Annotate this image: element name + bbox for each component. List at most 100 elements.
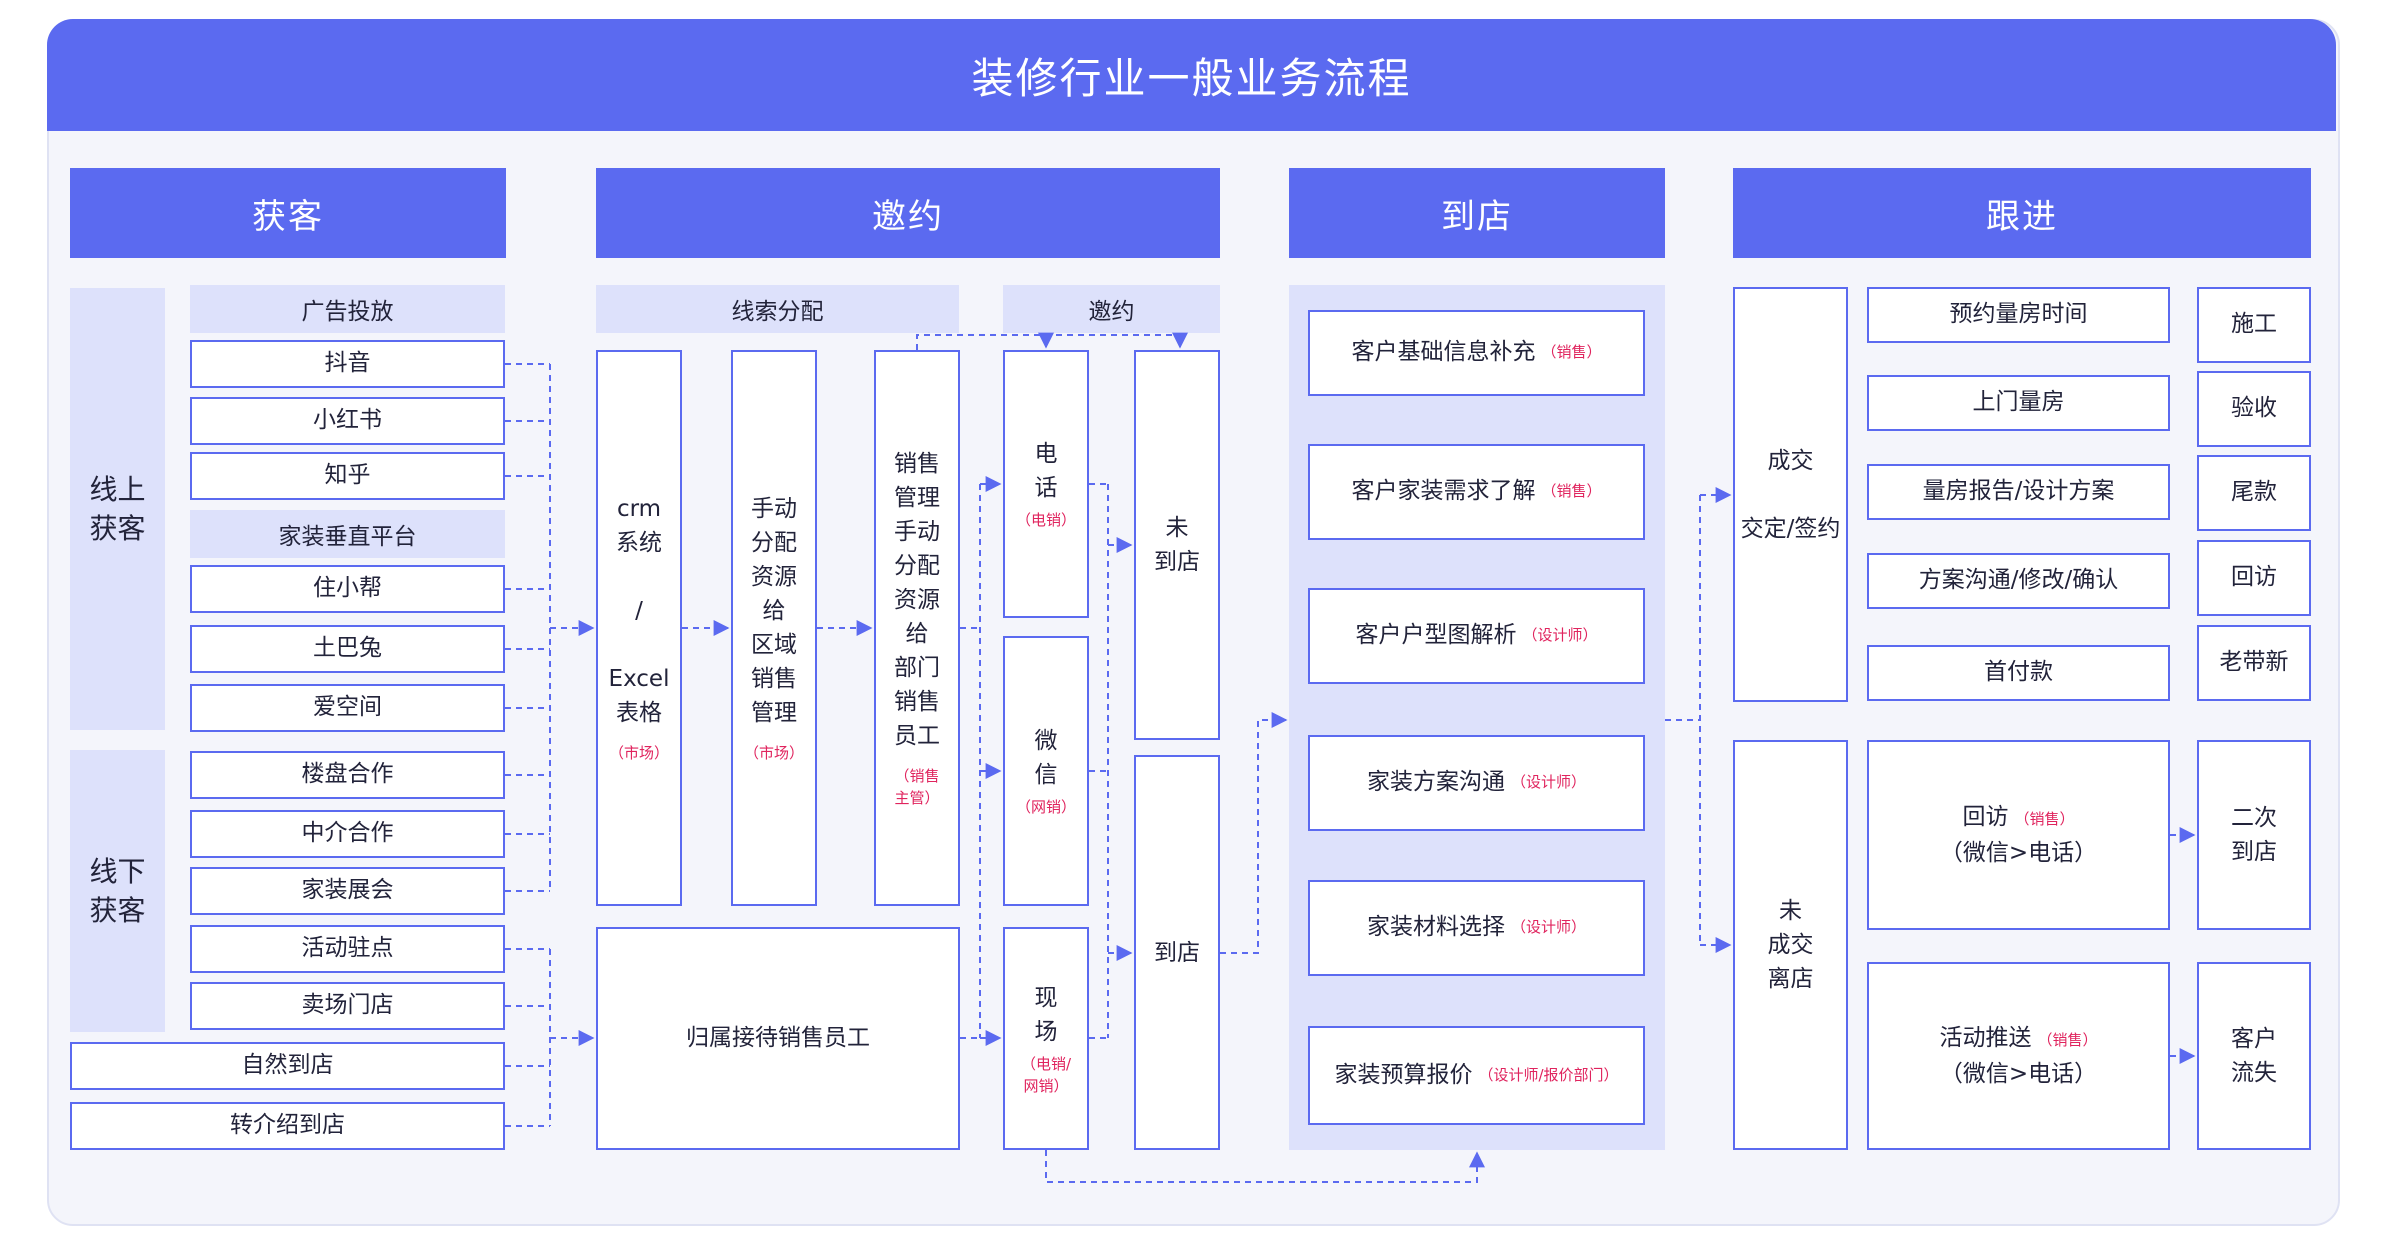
deal-step-4: 方案沟通/修改/确认 xyxy=(1867,553,2170,609)
second-visit-label: 二次 到店 xyxy=(2231,805,2277,865)
not-arrived-label: 未 到店 xyxy=(1154,515,1200,575)
sales-mgr-note: （销售 主管） xyxy=(894,767,940,807)
section-store: 到店 xyxy=(1289,168,1665,258)
store-step-1-note: （销售） xyxy=(1541,343,1602,362)
sales-mgr-label: 销售 管理 手动 分配 资源 给 部门 销售 员工 xyxy=(894,451,940,749)
connector-arrived-to-store xyxy=(1220,712,1288,954)
store-step-6-label: 家装预算报价 xyxy=(1334,1061,1473,1088)
customer-lost-label: 客户 流失 xyxy=(2231,1026,2277,1086)
store-step-6-note: （设计师/报价部门） xyxy=(1478,1065,1619,1084)
wechat-note: （网销） xyxy=(1015,798,1076,816)
no-deal-revisit-title: 回访 （销售） xyxy=(1962,800,2074,836)
deal-step-3: 量房报告/设计方案 xyxy=(1867,464,2170,520)
no-deal-revisit-label: 回访 xyxy=(1962,804,2009,830)
connector-top-loop xyxy=(916,332,1188,350)
channel-douyin: 抖音 xyxy=(190,340,505,388)
second-visit-box: 二次 到店 xyxy=(2197,740,2311,930)
crm-note: （市场） xyxy=(608,744,669,762)
onsite-label: 现 场 xyxy=(1034,984,1058,1045)
deal-step-5: 首付款 xyxy=(1867,645,2170,701)
no-deal-box: 未 成交 离店 xyxy=(1733,740,1848,1150)
phone-label: 电 话 xyxy=(1034,441,1058,501)
channel-property-cooperation: 楼盘合作 xyxy=(190,751,505,799)
store-step-4-label: 家装方案沟通 xyxy=(1366,769,1505,796)
store-step-2-note: （销售） xyxy=(1541,482,1602,501)
no-deal-label: 未 成交 离店 xyxy=(1767,898,1814,992)
connector-bottom-loop xyxy=(1045,1150,1485,1183)
store-step-5-label: 家装材料选择 xyxy=(1366,914,1505,941)
onsite-note: （电销/ 网销） xyxy=(1020,1054,1072,1095)
store-step-1-label: 客户基础信息补充 xyxy=(1351,339,1536,366)
after-deal-acceptance: 验收 xyxy=(2197,371,2311,447)
connector-online-channels xyxy=(505,363,551,892)
vertical-platform-header: 家装垂直平台 xyxy=(190,510,505,558)
store-step-6: 家装预算报价 （设计师/报价部门） xyxy=(1308,1026,1645,1125)
no-deal-revisit-sub: （微信>电话） xyxy=(1939,840,2098,866)
reception-label: 归属接待销售员工 xyxy=(686,1024,870,1051)
promo-push-label: 活动推送 xyxy=(1939,1025,2032,1051)
manual-region-note: （市场） xyxy=(743,744,804,762)
section-invite: 邀约 xyxy=(596,168,1220,258)
arrived-box: 到店 xyxy=(1134,755,1220,1150)
store-step-4-note: （设计师） xyxy=(1510,773,1586,792)
phone-note: （电销） xyxy=(1015,511,1076,529)
after-deal-final-payment: 尾款 xyxy=(2197,455,2311,531)
store-step-2: 客户家装需求了解 （销售） xyxy=(1308,444,1645,540)
deal-step-1: 预约量房时间 xyxy=(1867,287,2170,343)
crm-excel-label: crm 系统 / Excel 表格 xyxy=(608,496,670,726)
phone-box: 电 话 （电销） xyxy=(1003,350,1089,618)
invite-header: 邀约 xyxy=(1003,285,1220,333)
connector-salesmgr-to-invite xyxy=(960,484,981,1038)
wechat-box: 微 信 （网销） xyxy=(1003,636,1089,906)
promo-push-sub: （微信>电话） xyxy=(1939,1061,2098,1087)
online-acquire-label: 线上 获客 xyxy=(70,288,165,730)
crm-excel-box: crm 系统 / Excel 表格 （市场） xyxy=(596,350,682,906)
store-step-3-label: 客户户型图解析 xyxy=(1355,622,1517,649)
store-step-5-note: （设计师） xyxy=(1510,918,1586,937)
section-acquire: 获客 xyxy=(70,168,506,258)
ads-header: 广告投放 xyxy=(190,285,505,333)
promo-push-title: 活动推送 （销售） xyxy=(1939,1021,2097,1057)
channel-zhihu: 知乎 xyxy=(190,452,505,500)
promo-push-note: （销售） xyxy=(2037,1031,2098,1049)
connector-invite-to-outcome xyxy=(1089,483,1109,1039)
channel-event-booth: 活动驻点 xyxy=(190,925,505,973)
reception-box: 归属接待销售员工 xyxy=(596,927,960,1150)
manual-region-label: 手动 分配 资源 给 区域 销售 管理 xyxy=(751,496,797,726)
arrived-label: 到店 xyxy=(1154,939,1200,966)
channel-xiaohongshu: 小红书 xyxy=(190,397,505,445)
customer-lost-box: 客户 流失 xyxy=(2197,962,2311,1150)
natural-walk-in: 自然到店 xyxy=(70,1042,505,1090)
deal-box: 成交 交定/签约 xyxy=(1733,287,1848,702)
channel-agency-cooperation: 中介合作 xyxy=(190,810,505,858)
no-deal-revisit-box: 回访 （销售） （微信>电话） xyxy=(1867,740,2170,930)
channel-mall-store: 卖场门店 xyxy=(190,982,505,1030)
store-step-4: 家装方案沟通 （设计师） xyxy=(1308,735,1645,831)
offline-acquire-label: 线下 获客 xyxy=(70,750,165,1032)
after-deal-revisit: 回访 xyxy=(2197,540,2311,616)
sales-mgr-box: 销售 管理 手动 分配 资源 给 部门 销售 员工 （销售 主管） xyxy=(874,350,960,906)
store-steps-bg xyxy=(1289,285,1665,1150)
channel-aikongjian: 爱空间 xyxy=(190,684,505,732)
store-step-3-note: （设计师） xyxy=(1522,626,1598,645)
page-title: 装修行业一般业务流程 xyxy=(47,19,2336,131)
promo-push-box: 活动推送 （销售） （微信>电话） xyxy=(1867,962,2170,1150)
store-step-5: 家装材料选择 （设计师） xyxy=(1308,880,1645,976)
deal-step-2: 上门量房 xyxy=(1867,375,2170,431)
after-deal-referral: 老带新 xyxy=(2197,625,2311,701)
no-deal-revisit-note: （销售） xyxy=(2014,810,2075,828)
connector-offline-channels xyxy=(505,948,551,1127)
onsite-box: 现 场 （电销/ 网销） xyxy=(1003,927,1089,1150)
store-step-1: 客户基础信息补充 （销售） xyxy=(1308,310,1645,396)
store-step-2-label: 客户家装需求了解 xyxy=(1351,478,1536,505)
channel-tubatu: 土巴兔 xyxy=(190,625,505,673)
manual-region-box: 手动 分配 资源 给 区域 销售 管理 （市场） xyxy=(731,350,817,906)
section-follow: 跟进 xyxy=(1733,168,2311,258)
wechat-label: 微 信 xyxy=(1034,728,1058,788)
not-arrived-box: 未 到店 xyxy=(1134,350,1220,740)
store-step-3: 客户户型图解析 （设计师） xyxy=(1308,588,1645,684)
channel-zhuxiaobang: 住小帮 xyxy=(190,565,505,613)
deal-label: 成交 交定/签约 xyxy=(1740,447,1841,542)
channel-home-expo: 家装展会 xyxy=(190,867,505,915)
